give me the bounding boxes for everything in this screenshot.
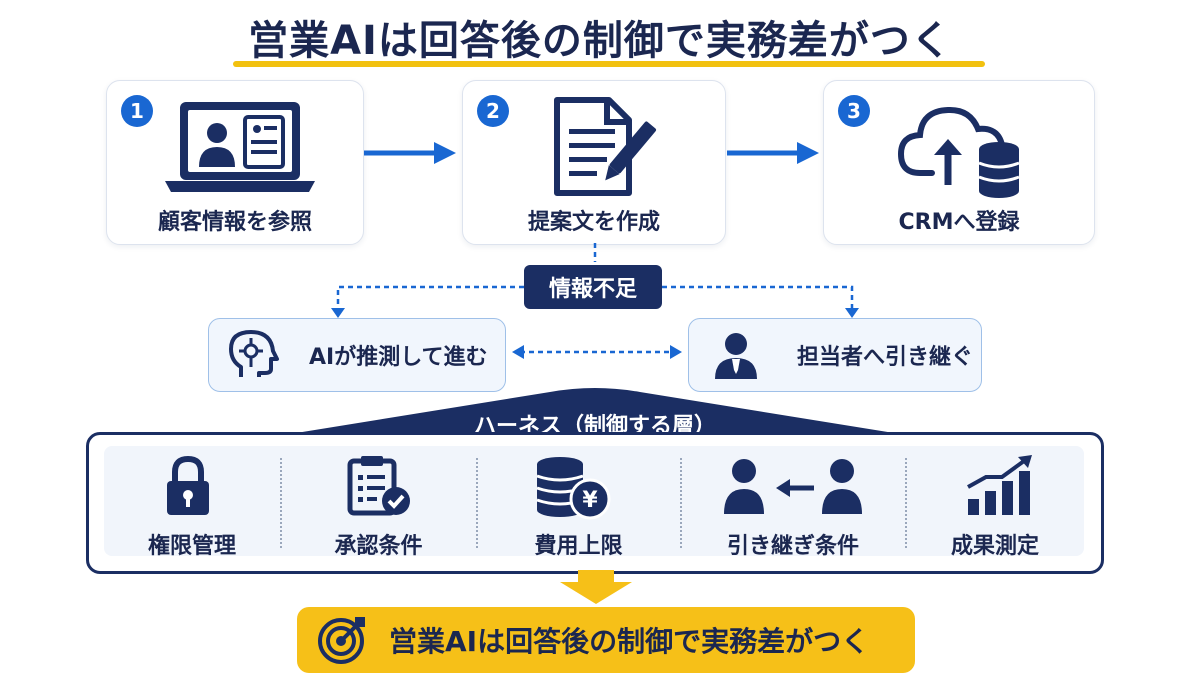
step-number-3: 3 <box>838 95 870 127</box>
branch-label-handoff: 担当者へ引き継ぐ <box>797 345 974 370</box>
coins-yen-icon: ¥ <box>536 457 611 520</box>
svg-text:¥: ¥ <box>582 488 598 513</box>
growth-chart-icon <box>967 455 1032 515</box>
harness-label-handoff: 引き継ぎ条件 <box>726 534 859 559</box>
harness-divider <box>476 458 478 548</box>
step-label-3: CRMへ登録 <box>898 210 1020 235</box>
flow-arrow-1 <box>364 142 456 164</box>
handoff-people-icon <box>724 459 862 514</box>
step-label-2: 提案文を作成 <box>527 210 660 235</box>
step-card-3: 3 CRMへ登録 <box>823 80 1095 245</box>
laptop-profile-icon <box>165 102 315 192</box>
clipboard-check-icon <box>347 456 410 516</box>
harness-label-measurement: 成果測定 <box>950 534 1039 559</box>
branch-ai-guess: AIが推測して進む <box>208 318 506 392</box>
cloud-database-icon <box>897 106 1020 198</box>
document-pen-icon <box>554 97 657 196</box>
down-arrow <box>560 570 632 604</box>
step-card-1: 1 顧客情報を参照 <box>106 80 364 245</box>
step-card-2: 2 提案文を作成 <box>462 80 726 245</box>
page-title: 営業AIは回答後の制御で実務差がつく <box>248 18 952 64</box>
harness-label-approval: 承認条件 <box>334 534 423 559</box>
lock-icon <box>167 455 209 515</box>
flow-arrow-2 <box>727 142 819 164</box>
result-banner: 営業AIは回答後の制御で実務差がつく <box>297 607 915 673</box>
ai-head-icon <box>229 330 279 377</box>
step-number-1: 1 <box>121 95 153 127</box>
title-underline <box>233 61 985 67</box>
harness-label-permissions: 権限管理 <box>147 534 236 559</box>
harness-divider <box>905 458 907 548</box>
branch-handoff: 担当者へ引き継ぐ <box>688 318 982 392</box>
harness-divider <box>280 458 282 548</box>
step-label-1: 顧客情報を参照 <box>157 210 312 235</box>
harness-divider <box>680 458 682 548</box>
result-label: 営業AIは回答後の制御で実務差がつく <box>389 625 870 658</box>
harness-roof <box>290 388 900 434</box>
target-icon <box>318 617 365 664</box>
insufficient-info-label: 情報不足 <box>524 265 662 309</box>
harness-label-cost-cap: 費用上限 <box>534 534 623 559</box>
branch-label-ai-guess: AIが推測して進む <box>309 345 488 370</box>
person-icon <box>715 333 757 379</box>
step-number-2: 2 <box>477 95 509 127</box>
